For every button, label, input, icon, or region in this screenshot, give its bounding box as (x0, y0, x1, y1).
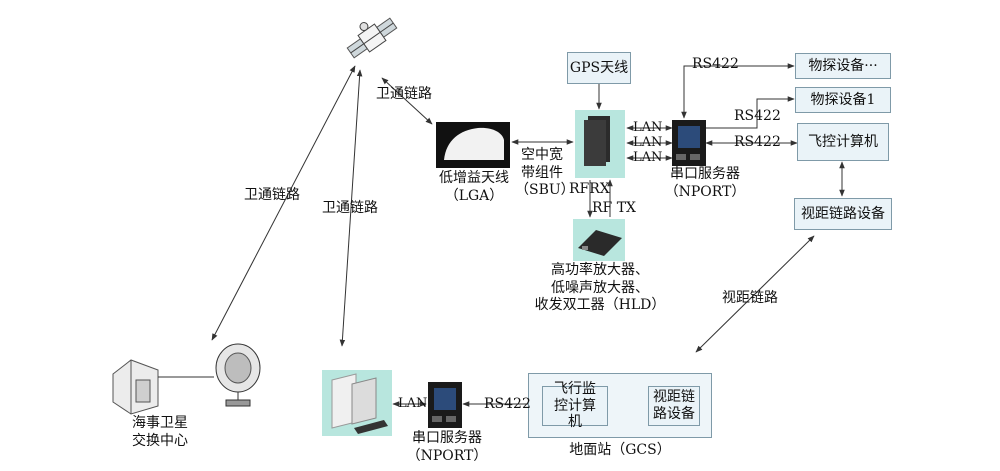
lga-caption-line2: （LGA） (444, 187, 504, 204)
los-link (695, 235, 815, 353)
rftx-label: RF TX (592, 200, 637, 216)
sbu-caption-line3: （SBU） (515, 182, 575, 198)
flight-monitor-label: 飞行监控计算机 (554, 380, 596, 431)
hld-unit-icon (573, 219, 625, 261)
ground-satcom-terminal-icon (322, 370, 392, 436)
lan-label-1: LAN (633, 120, 663, 135)
rs422-link-geo (681, 63, 795, 119)
hld-caption-line3: 收发双工器（HLD） (534, 297, 666, 313)
flight-monitor-box: 飞行监控计算机 (542, 381, 608, 430)
nport-ground-icon (428, 382, 462, 428)
geo-device1-box: 物探设备1 (795, 87, 891, 113)
gps-antenna-label: GPS天线 (569, 59, 629, 76)
maritime-caption: 海事卫星 交换中心 (120, 415, 200, 450)
hld-caption-line1: 高功率放大器、 (551, 262, 649, 278)
satellite-icon (346, 17, 398, 59)
hld-caption-line2: 低噪声放大器、 (551, 279, 649, 296)
rfrx-label: RFRX (569, 181, 610, 197)
sbu-caption: 空中宽 带组件 （SBU） (515, 147, 575, 200)
nport-air-icon (672, 120, 706, 166)
lan-label-2: LAN (633, 135, 663, 150)
nport-air-caption-line2: （NPORT） (664, 183, 746, 200)
satcom-link-ground (339, 69, 363, 347)
satcom-link-label-2: 卫通链路 (244, 187, 300, 203)
lga-antenna-icon (436, 122, 510, 168)
lga-caption: 低增益天线 （LGA） (436, 170, 512, 205)
rs422-label-geo1: RS422 (734, 108, 781, 124)
maritime-exchange-icon (112, 359, 159, 415)
nport-ground-caption-line1: 串口服务器 (412, 430, 482, 446)
maritime-caption-line1: 海事卫星 (132, 415, 188, 431)
hld-caption: 高功率放大器、 低噪声放大器、 收发双工器（HLD） (530, 262, 670, 315)
satellite-dish-icon (215, 343, 261, 407)
satcom-link-maritime (211, 65, 356, 341)
rs422-link-geo1 (706, 96, 795, 129)
los-ground-device-box: 视距链路设备 (648, 386, 700, 426)
sbu-caption-line2: 带组件 (521, 164, 563, 181)
flight-computer-box: 飞控计算机 (797, 123, 889, 161)
rs422-label-flight: RS422 (734, 134, 781, 150)
los-ground-device-label: 视距链路设备 (653, 389, 695, 422)
rs422-label-ground: RS422 (484, 396, 531, 412)
satcom-link-lga (381, 77, 433, 125)
los-device-label: 视距链路设备 (801, 205, 885, 222)
sbu-caption-line1: 空中宽 (521, 147, 563, 163)
maritime-caption-line2: 交换中心 (132, 432, 188, 449)
nport-ground-caption-line2: （NPORT） (406, 447, 488, 464)
nport-ground-caption: 串口服务器 （NPORT） (382, 430, 512, 465)
lga-caption-line1: 低增益天线 (439, 170, 509, 186)
geo-device-label: 物探设备··· (808, 57, 878, 74)
geo-device1-label: 物探设备1 (810, 91, 876, 108)
lan-label-3: LAN (633, 150, 663, 165)
nport-air-caption-line1: 串口服务器 (670, 166, 740, 182)
ground-lan-label: LAN (398, 396, 428, 411)
gps-antenna-box: GPS天线 (567, 52, 631, 84)
sbu-unit-icon (575, 110, 625, 178)
satcom-link-label-3: 卫通链路 (322, 200, 378, 216)
nport-air-caption: 串口服务器 （NPORT） (640, 166, 770, 201)
flight-computer-label: 飞控计算机 (808, 133, 878, 150)
gcs-caption: 地面站（GCS） (569, 442, 671, 458)
geo-device-box: 物探设备··· (795, 53, 891, 79)
satcom-link-label-1: 卫通链路 (376, 86, 432, 102)
los-device-box: 视距链路设备 (794, 198, 892, 230)
los-link-label: 视距链路 (722, 290, 778, 306)
rs422-label-geo: RS422 (692, 56, 739, 72)
